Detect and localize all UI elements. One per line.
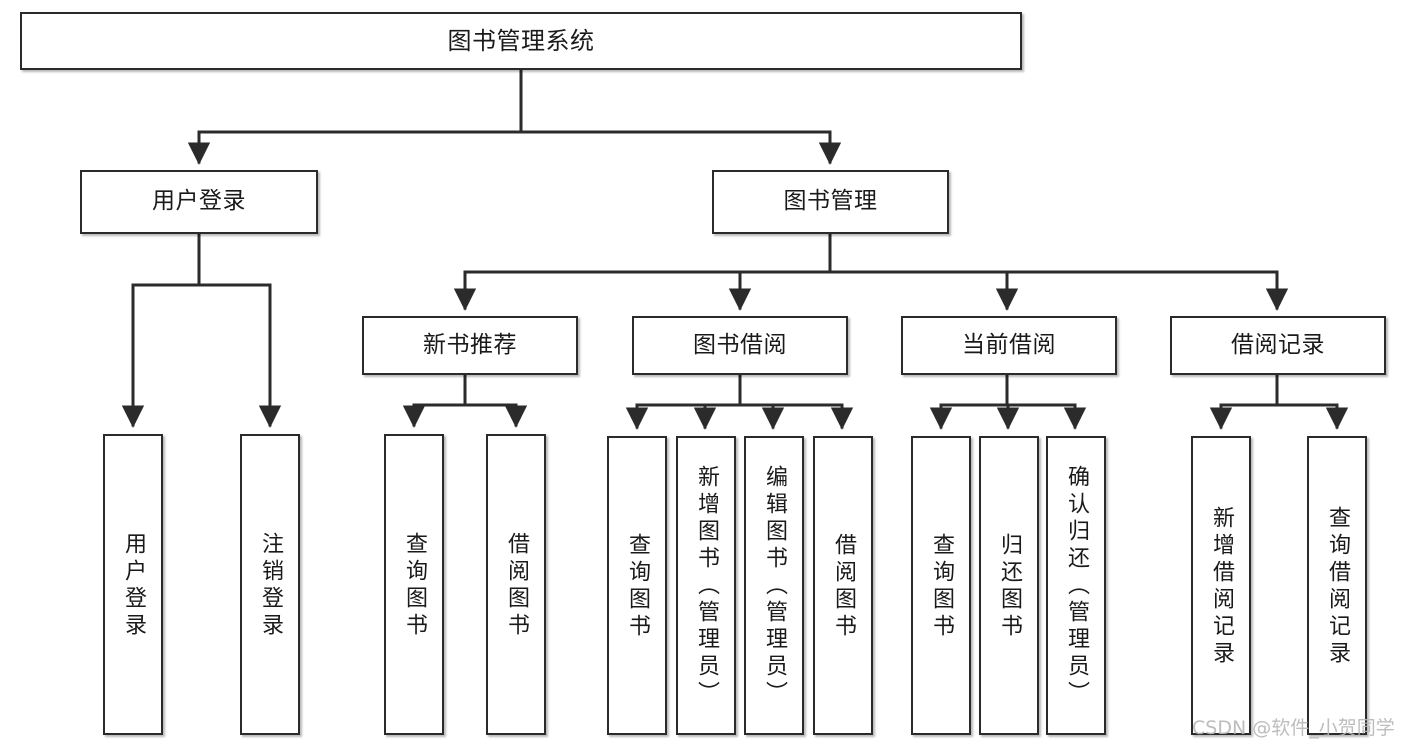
node-label: 图书借阅 <box>693 331 787 358</box>
node-label: 查询借阅记录 <box>1325 505 1350 668</box>
leaf-new-book-query-book[interactable]: 查询图书 <box>384 434 444 735</box>
node-label: 图书管理系统 <box>447 26 595 55</box>
node-label: 图书管理 <box>783 188 878 215</box>
leaf-borrow-record-query-record[interactable]: 查询借阅记录 <box>1307 436 1367 735</box>
node-label: 查询图书 <box>402 531 427 640</box>
node-user-login[interactable]: 用户登录 <box>80 170 318 234</box>
leaf-borrow-record-add-record[interactable]: 新增借阅记录 <box>1191 436 1251 735</box>
node-label: 借阅记录 <box>1231 331 1325 358</box>
node-label: 用户登录 <box>152 188 246 215</box>
node-label: 查询图书 <box>625 532 650 641</box>
node-label: 新书推荐 <box>423 331 517 358</box>
node-book-management[interactable]: 图书管理 <box>712 170 949 234</box>
node-label: 当前借阅 <box>962 331 1056 358</box>
node-book-borrow[interactable]: 图书借阅 <box>632 316 848 375</box>
watermark-credit: CSDN @软件_小贺同学 <box>1192 717 1395 739</box>
node-label: 新增借阅记录 <box>1209 505 1234 668</box>
leaf-current-borrow-return-book[interactable]: 归还图书 <box>979 436 1039 735</box>
leaf-book-borrow-edit-book-admin[interactable]: 编辑图书（管理员） <box>744 436 804 735</box>
leaf-user-login-login[interactable]: 用户登录 <box>103 434 163 735</box>
leaf-new-book-borrow-book[interactable]: 借阅图书 <box>486 434 546 735</box>
node-label: 借阅图书 <box>831 532 856 641</box>
leaf-book-borrow-query-book[interactable]: 查询图书 <box>607 436 667 735</box>
node-label: 编辑图书（管理员） <box>762 465 787 708</box>
node-label: 确认归还（管理员） <box>1064 465 1089 708</box>
node-new-book-recommend[interactable]: 新书推荐 <box>362 316 578 375</box>
node-label: 新增图书（管理员） <box>694 465 719 708</box>
leaf-user-login-logout[interactable]: 注销登录 <box>240 434 300 735</box>
leaf-book-borrow-borrow-book[interactable]: 借阅图书 <box>813 436 873 735</box>
node-label: 归还图书 <box>997 532 1022 641</box>
node-current-borrow[interactable]: 当前借阅 <box>901 316 1117 375</box>
leaf-current-borrow-confirm-return-admin[interactable]: 确认归还（管理员） <box>1046 436 1106 735</box>
node-label: 用户登录 <box>121 531 146 640</box>
node-label: 查询图书 <box>929 532 954 641</box>
node-root-book-management-system[interactable]: 图书管理系统 <box>20 12 1022 70</box>
node-label: 借阅图书 <box>504 531 529 640</box>
node-label: 注销登录 <box>258 531 283 640</box>
leaf-current-borrow-query-book[interactable]: 查询图书 <box>911 436 971 735</box>
node-borrow-record[interactable]: 借阅记录 <box>1170 316 1386 375</box>
leaf-book-borrow-add-book-admin[interactable]: 新增图书（管理员） <box>676 436 736 735</box>
